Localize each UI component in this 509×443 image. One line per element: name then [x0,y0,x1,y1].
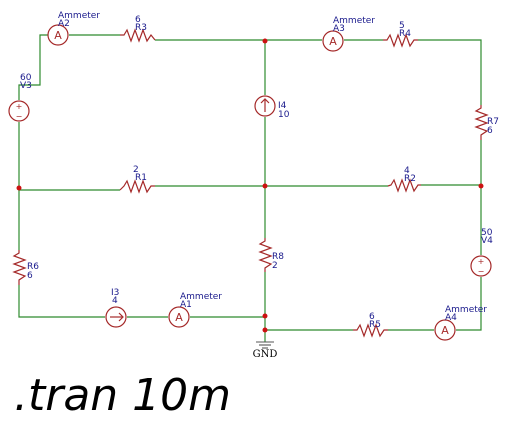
i3-arrow-right-icon [118,312,124,322]
resistor-r8-name: R8 [272,252,284,262]
resistor-r5-name: R5 [369,320,381,330]
ammeter-a3-name: A3 [333,24,345,34]
ammeter-a4-name: A4 [445,313,457,323]
voltage-source-v4-name: V4 [481,236,493,246]
ammeter-a4[interactable]: A Ammeter A4 [434,305,487,341]
ammeter-a2[interactable]: A Ammeter A2 [47,11,100,46]
ammeter-a1[interactable]: A Ammeter A1 [168,292,222,328]
wire-v3-top [18,34,48,100]
voltage-source-v3-value: 60 [20,73,32,83]
resistor-r6-value: 6 [27,271,33,281]
node-center [262,183,268,189]
node-left [16,185,22,191]
current-source-i3-value: 4 [112,296,118,306]
resistor-r2-name: R2 [404,174,416,184]
nodes [16,38,484,333]
resistor-r5-value: 6 [369,312,375,322]
resistor-r3-value: 6 [135,15,141,25]
node-bottom [262,313,268,319]
ammeter-a3[interactable]: A Ammeter A3 [322,16,375,52]
ammeter-a3-glyph: A [329,35,337,48]
resistor-r1[interactable]: 2 R1 [119,165,155,194]
ammeter-a2-type: Ammeter [58,11,100,21]
resistor-r6-name: R6 [27,262,39,272]
node-top [262,38,268,44]
ammeter-a3-type: Ammeter [333,16,375,26]
resistor-r4[interactable]: 5 R4 [383,21,418,48]
voltage-source-v4-value: 50 [481,228,493,238]
resistor-r4-name: R4 [399,29,411,39]
wire-r6-bottom [18,285,105,318]
current-source-i3-name: I3 [111,288,119,298]
resistor-r7[interactable]: R7 6 [474,105,499,140]
resistor-r5[interactable]: 6 R5 [353,312,388,338]
resistor-r3-name: R3 [135,23,147,33]
resistor-r8-value: 2 [272,261,278,271]
voltage-source-v4[interactable]: + − 50 V4 [470,228,493,277]
ammeter-a4-glyph: A [441,324,449,337]
v3-minus-icon: − [16,112,23,121]
resistor-r2-value: 4 [404,166,410,176]
current-source-i4-value: 10 [278,110,290,120]
resistor-r3[interactable]: 6 R3 [120,15,156,43]
ammeter-a2-name: A2 [58,19,70,29]
resistor-r1-name: R1 [135,173,147,183]
resistor-r8[interactable]: R8 2 [258,238,284,272]
v4-plus-icon: + [478,257,485,266]
current-source-i3[interactable]: I3 4 [105,288,127,328]
ammeter-a1-type: Ammeter [180,292,222,302]
spice-directive[interactable]: .tran 10m [14,370,232,421]
ground-symbol: GND [253,341,278,360]
wire-r4-right [418,39,482,105]
v4-minus-icon: − [478,267,485,276]
ground-label: GND [253,349,278,360]
i4-arrow-up-icon [260,98,270,104]
ammeter-a1-glyph: A [175,311,183,324]
voltage-source-v3[interactable]: + − 60 V3 [8,73,32,122]
v3-plus-icon: + [16,102,23,111]
current-source-i4[interactable]: I4 10 [254,95,290,120]
voltage-source-v3-name: V3 [20,81,32,91]
ammeter-a4-type: Ammeter [445,305,487,315]
resistor-r2[interactable]: 4 R2 [387,166,421,193]
ammeter-a1-name: A1 [180,300,192,310]
resistor-r7-value: 6 [487,126,493,136]
node-gnd [262,327,268,333]
node-right [478,183,484,189]
wire-a4-v4 [456,277,482,331]
resistor-r1-value: 2 [133,165,139,175]
resistor-r4-value: 5 [399,21,405,31]
resistor-r7-name: R7 [487,117,499,127]
wires [18,34,482,342]
current-source-i4-name: I4 [278,101,287,111]
resistor-r6[interactable]: R6 6 [12,250,39,285]
ammeter-a2-glyph: A [54,29,62,42]
